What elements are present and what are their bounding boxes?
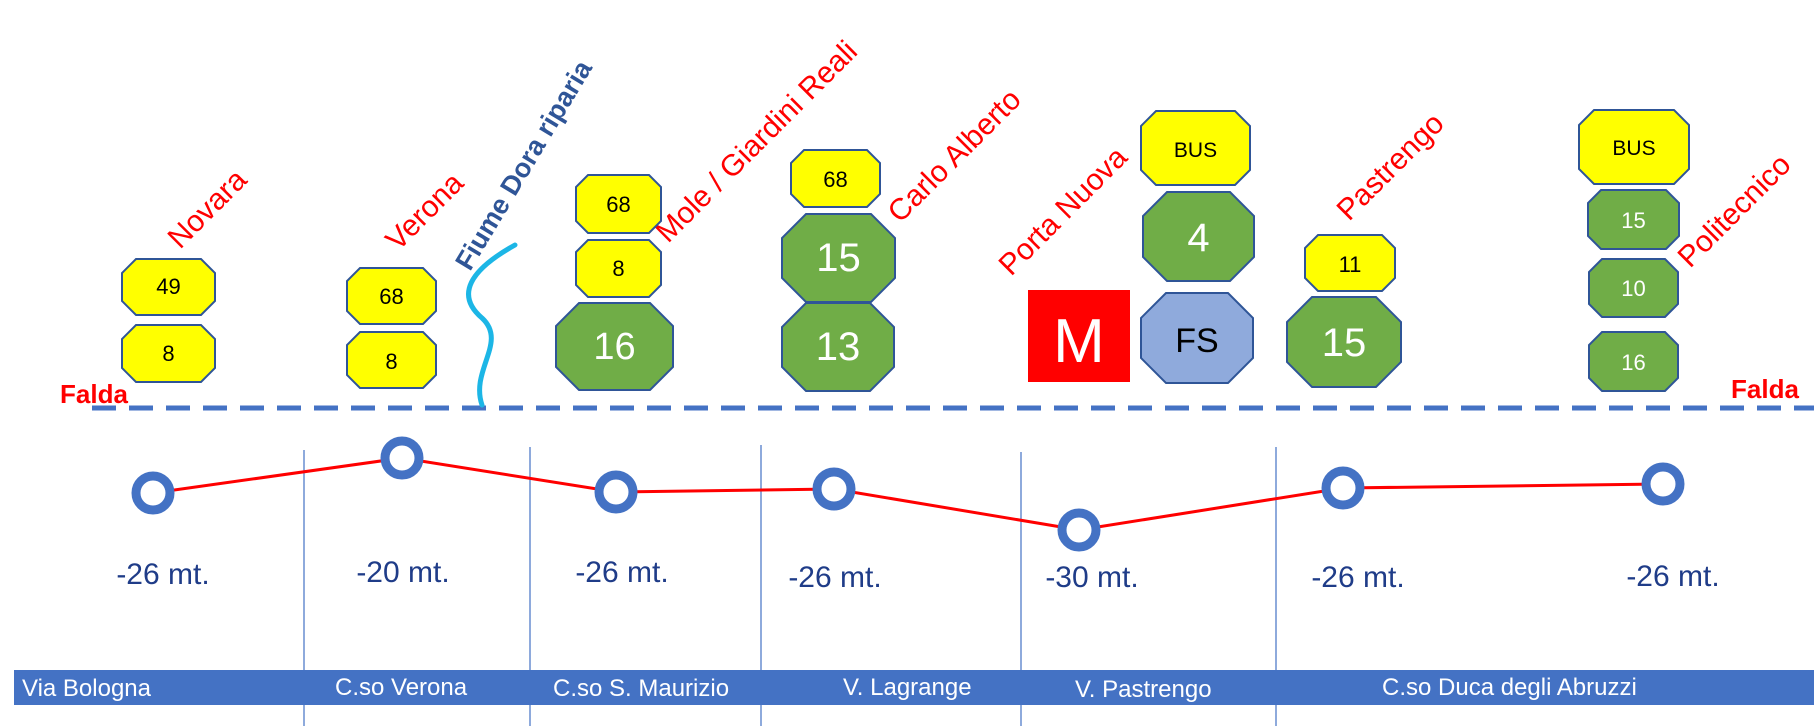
depth-profile-line bbox=[152, 456, 1664, 532]
tram-line-badge bbox=[1588, 258, 1679, 318]
bus-line-label: 68 bbox=[823, 167, 847, 192]
metro-badge bbox=[1028, 290, 1130, 382]
tram-line-label: 16 bbox=[1621, 350, 1645, 375]
tram-line-label: 10 bbox=[1621, 276, 1645, 301]
bus-line-label: BUS bbox=[1174, 139, 1217, 162]
station-marker bbox=[812, 467, 856, 511]
tram-line-badge bbox=[1286, 296, 1402, 388]
bus-line-label: 68 bbox=[379, 284, 403, 309]
station-name-politecnico: Politecnico bbox=[1672, 148, 1798, 274]
station-markers bbox=[131, 436, 1685, 552]
station-name-verona: Verona bbox=[380, 166, 471, 257]
bus-line-badge bbox=[1140, 110, 1251, 186]
tram-line-badge bbox=[555, 302, 674, 391]
bus-line-badge bbox=[575, 239, 662, 298]
street-label: C.so Duca degli Abruzzi bbox=[1382, 674, 1637, 701]
bus-line-badge bbox=[790, 149, 881, 208]
tram-line-label: 15 bbox=[1621, 208, 1645, 233]
station-marker bbox=[1321, 466, 1365, 510]
depth-label: -20 mt. bbox=[356, 556, 449, 589]
bus-line-label: 49 bbox=[156, 274, 180, 299]
tram-line-label: 13 bbox=[816, 325, 861, 369]
tram-line-badge bbox=[781, 302, 895, 392]
depth-label: -26 mt. bbox=[788, 561, 881, 594]
station-name-pastrengo: Pastrengo bbox=[1331, 107, 1451, 227]
bus-line-badge bbox=[1578, 109, 1690, 185]
depth-label: -26 mt. bbox=[575, 556, 668, 589]
connections: 49 8 68 8 68 8 16 68 15 13 BUS 4 FS M 11 bbox=[121, 109, 1690, 392]
station-marker bbox=[1057, 508, 1101, 552]
tram-line-label: 15 bbox=[816, 236, 861, 280]
bus-line-badge bbox=[346, 267, 437, 325]
tram-line-badge bbox=[1587, 189, 1680, 250]
tram-line-badge bbox=[781, 213, 896, 303]
station-marker bbox=[131, 471, 175, 515]
depth-label: -26 mt. bbox=[1311, 561, 1404, 594]
water-table-label-left: Falda bbox=[60, 379, 128, 409]
rail-badge bbox=[1140, 292, 1254, 384]
bus-line-badge bbox=[1304, 234, 1396, 292]
station-name-carlo-alberto: Carlo Alberto bbox=[882, 83, 1028, 229]
tram-line-label: 15 bbox=[1322, 321, 1367, 365]
street-label: C.so S. Maurizio bbox=[553, 675, 729, 702]
street-bar bbox=[14, 670, 1814, 705]
metro-label: M bbox=[1053, 307, 1105, 376]
bus-line-badge bbox=[121, 258, 216, 316]
tram-line-label: 4 bbox=[1187, 216, 1209, 260]
station-name-porta-nuova: Porta Nuova bbox=[993, 140, 1134, 281]
river-wave bbox=[466, 242, 518, 408]
tram-line-badge bbox=[1142, 191, 1255, 282]
station-marker bbox=[594, 470, 638, 514]
bus-line-label: 8 bbox=[385, 349, 397, 374]
river-label: Fiume Dora riparia bbox=[449, 54, 598, 275]
rail-label: FS bbox=[1175, 322, 1218, 360]
bus-line-label: BUS bbox=[1612, 137, 1655, 160]
bus-line-label: 11 bbox=[1339, 252, 1362, 277]
station-name-novara: Novara bbox=[162, 163, 254, 255]
street-label: Via Bologna bbox=[22, 675, 152, 702]
street-label: V. Lagrange bbox=[843, 674, 972, 701]
bus-line-badge bbox=[121, 324, 216, 383]
street-label: V. Pastrengo bbox=[1075, 676, 1212, 703]
depth-label: -26 mt. bbox=[1626, 560, 1719, 593]
bus-line-badge bbox=[346, 331, 437, 389]
water-table-label-right: Falda bbox=[1731, 374, 1799, 404]
station-marker bbox=[1641, 462, 1685, 506]
depth-label: -26 mt. bbox=[116, 558, 209, 591]
street-label: C.so Verona bbox=[335, 674, 468, 701]
bus-line-label: 8 bbox=[612, 256, 624, 281]
bus-line-label: 8 bbox=[162, 341, 174, 366]
depth-label: -30 mt. bbox=[1045, 561, 1138, 594]
station-marker bbox=[380, 436, 424, 480]
tram-line-badge bbox=[1588, 331, 1679, 392]
bus-line-label: 68 bbox=[606, 192, 630, 217]
bus-line-badge bbox=[575, 174, 662, 234]
tram-line-label: 16 bbox=[593, 326, 635, 368]
